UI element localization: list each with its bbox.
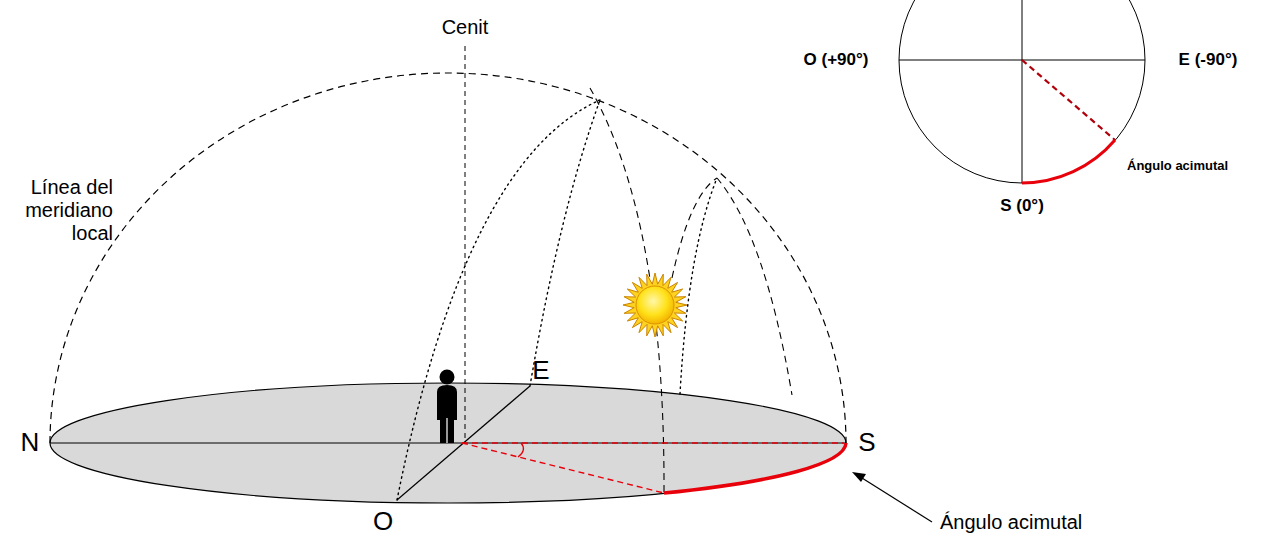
cardinal-label: O [373, 507, 393, 537]
horizon-plane [50, 383, 846, 503]
sun-path [680, 178, 717, 394]
sun-path [530, 100, 600, 386]
inset-cardinal-label: E (-90°) [1179, 50, 1238, 70]
celestial-dome [50, 73, 846, 443]
zenith-label: Cenit [442, 16, 489, 39]
inset-cardinal-label: S (0°) [1000, 196, 1044, 216]
meridian-label: Línea del meridiano local [3, 176, 113, 245]
inset-azimuth-label: Ángulo acimutal [1127, 159, 1228, 174]
cardinal-label: E [532, 356, 549, 386]
inset-cardinal-label: O (+90°) [804, 50, 869, 70]
inset-compass-circle [899, 0, 1145, 183]
observer-figure [437, 370, 457, 444]
azimuth-arc [664, 443, 846, 493]
sun-disk [636, 286, 674, 324]
sun-azimuth-line [462, 443, 664, 493]
south-reference-line [462, 442, 844, 443]
hour-circle [717, 178, 792, 395]
inset-azimuth-line [1022, 60, 1115, 140]
sun-rays [623, 273, 687, 337]
cardinal-label: N [21, 428, 40, 458]
sun-path [397, 100, 600, 500]
leader-arrowhead [852, 472, 866, 482]
inset-azimuth-arc [1022, 140, 1115, 183]
sun-symbol [623, 273, 687, 337]
azimuth-angle-label: Ángulo acimutal [940, 511, 1082, 534]
cardinal-label: S [858, 428, 875, 458]
angle-mark [518, 443, 523, 457]
inset-north-south-line [1022, 0, 1023, 183]
zenith-line [465, 46, 466, 440]
hour-circle [672, 178, 717, 278]
leader-line [862, 478, 932, 522]
